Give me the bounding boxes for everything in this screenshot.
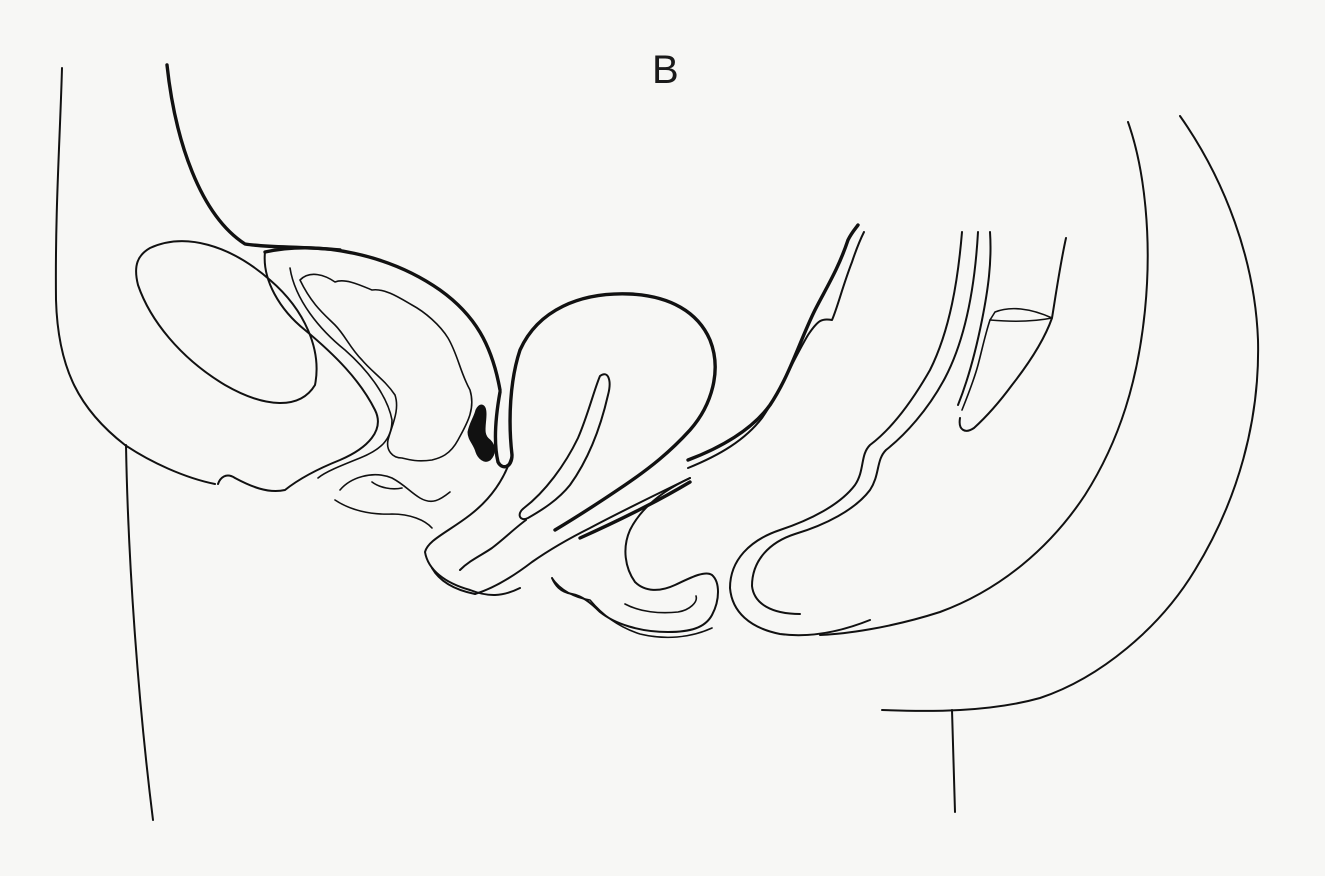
coccyx-inner-wave — [962, 320, 990, 410]
bladder-wall-inner — [290, 268, 392, 478]
cervix-canal — [460, 520, 526, 570]
bladder-mucosa — [300, 274, 472, 460]
rectal-ampulla-posterior — [730, 232, 962, 635]
posterior-buttock-contour — [882, 116, 1258, 711]
pubic-symphysis — [136, 241, 316, 403]
urethra-lower — [335, 500, 432, 528]
anterior-peritoneum-line — [167, 65, 340, 250]
rectal-ampulla-inner — [752, 232, 978, 614]
posterior-peritoneum-line — [688, 225, 858, 460]
coccyx-joint — [990, 309, 1052, 322]
uterus-outer-wall — [496, 294, 716, 530]
uterus-anterior-wall — [425, 455, 520, 595]
posterior-sacral-contour — [820, 122, 1148, 635]
anterior-thigh-line — [126, 445, 153, 820]
vesicouterine-pouch — [468, 405, 495, 461]
anal-canal — [625, 596, 696, 613]
rectouterine-pouch-line — [580, 482, 690, 538]
bladder-wall-anterior — [218, 252, 378, 491]
urethral-meatus — [372, 482, 402, 489]
bladder-outer-wall — [265, 248, 500, 390]
endometrial-cavity — [520, 374, 610, 519]
posterior-thigh-line — [952, 710, 955, 812]
